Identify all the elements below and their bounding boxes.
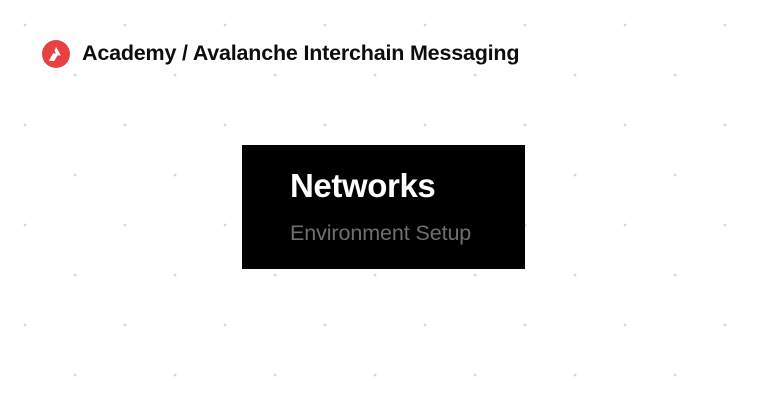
page-title: Academy / Avalanche Interchain Messaging	[82, 41, 520, 66]
card-subtitle: Environment Setup	[290, 221, 472, 246]
content-card[interactable]: Networks Environment Setup	[242, 145, 525, 269]
avalanche-logo-icon	[42, 40, 70, 68]
card-title: Networks	[290, 167, 436, 204]
header: Academy / Avalanche Interchain Messaging	[42, 39, 519, 69]
